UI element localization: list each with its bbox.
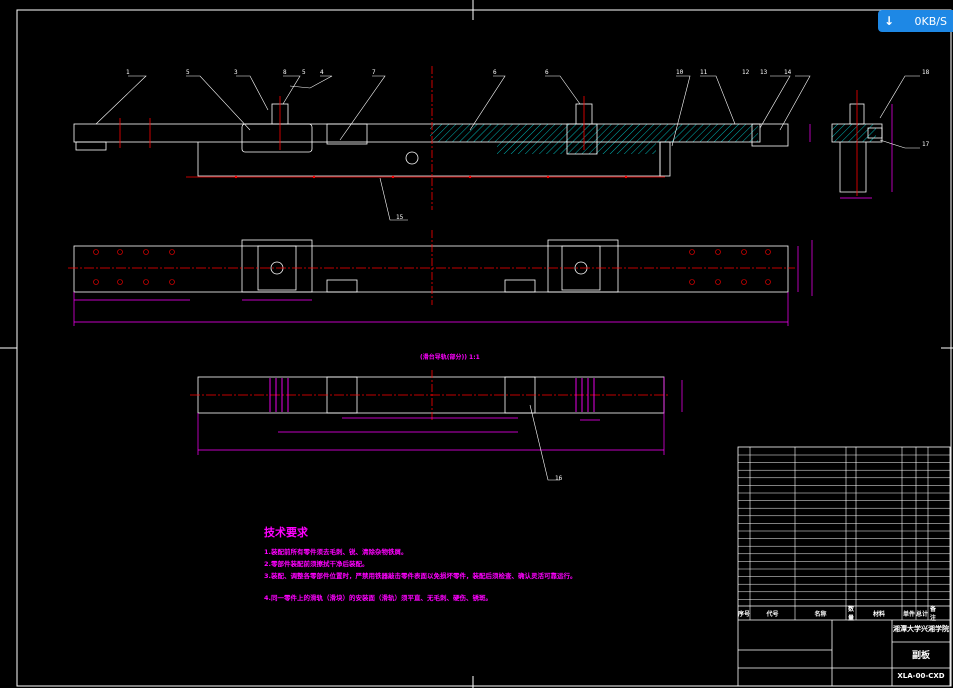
bolt-hole bbox=[741, 249, 747, 255]
rail-block bbox=[326, 123, 368, 145]
top-clamp-left bbox=[241, 239, 313, 293]
download-arrow-icon: ↓ bbox=[883, 14, 895, 28]
university-name: 湘潭大学兴湘学院 bbox=[893, 625, 949, 633]
svg-text:3: 3 bbox=[234, 69, 238, 76]
bolt-hole bbox=[169, 249, 175, 255]
section-hatch bbox=[430, 124, 758, 142]
centerlines-front bbox=[119, 66, 665, 210]
bom-header: 序号 bbox=[738, 610, 751, 618]
main-beam-outline bbox=[73, 123, 761, 143]
bolt-hole bbox=[143, 279, 149, 285]
network-speed-value: 0KB/S bbox=[914, 14, 947, 28]
bolt-hole bbox=[169, 279, 175, 285]
tech-req-title: 技术要求 bbox=[264, 526, 308, 539]
leader-lines bbox=[95, 75, 811, 221]
dimensions-top bbox=[73, 240, 813, 326]
svg-text:10: 10 bbox=[676, 69, 684, 76]
bolt-hole bbox=[117, 249, 123, 255]
bolt-hole bbox=[741, 279, 747, 285]
tech-req-line: 3.装配、调整各零部件位置时，严禁用铁器敲击零件表面以免损坏零件，装配后须检查、… bbox=[264, 572, 577, 580]
top-clamp-right bbox=[547, 239, 619, 293]
technical-requirements: 技术要求 1.装配前所有零件须去毛刺、锐、清除杂物铁屑。 2.零部件装配前须擦拭… bbox=[264, 524, 577, 604]
top-view bbox=[68, 230, 813, 326]
foot-left bbox=[75, 141, 107, 151]
svg-text:5: 5 bbox=[302, 69, 306, 76]
bolt-hole bbox=[93, 279, 99, 285]
rail-detail-view: 16 bbox=[190, 370, 683, 482]
tech-req-line: 1.装配前所有零件须去毛刺、锐、清除杂物铁屑。 bbox=[264, 548, 408, 556]
tech-req-line: 2.零部件装配前须擦拭干净后装配。 bbox=[264, 560, 369, 568]
svg-text:6: 6 bbox=[493, 69, 497, 76]
bolt-hole bbox=[117, 279, 123, 285]
svg-text:17: 17 bbox=[922, 141, 930, 148]
bom-header: 材料 bbox=[872, 610, 885, 618]
drawing-number: XLA-00-CXD bbox=[897, 672, 945, 680]
bolt-hole bbox=[715, 279, 721, 285]
svg-text:18: 18 bbox=[922, 69, 930, 76]
end-bracket bbox=[751, 123, 789, 147]
bom-header: 代号 bbox=[766, 610, 779, 618]
svg-text:5: 5 bbox=[186, 69, 190, 76]
svg-text:1: 1 bbox=[126, 69, 130, 76]
bom-header: 单件 bbox=[902, 610, 915, 618]
bolt-hole bbox=[689, 279, 695, 285]
svg-text:7: 7 bbox=[372, 69, 376, 76]
part-name: 副板 bbox=[911, 651, 930, 661]
bom-header: 名称 bbox=[814, 610, 827, 618]
svg-text:16: 16 bbox=[555, 475, 563, 482]
detail-view-title: (滑台导轨(部分)) 1:1 bbox=[420, 354, 480, 361]
bolt-hole bbox=[765, 279, 771, 285]
bolt-hole bbox=[715, 249, 721, 255]
hole-circle bbox=[405, 151, 419, 165]
bolt-hole bbox=[93, 249, 99, 255]
bolt-hole bbox=[765, 249, 771, 255]
svg-text:12: 12 bbox=[742, 69, 750, 76]
svg-text:11: 11 bbox=[700, 69, 708, 76]
bom-header: 总计 bbox=[916, 610, 929, 618]
tech-req-line: 4.同一零件上的滑轨（滑块）的安装面（滑轨）须平直、无毛刺、硬伤、锈斑。 bbox=[264, 594, 492, 602]
svg-text:4: 4 bbox=[320, 69, 324, 76]
network-speed-badge[interactable]: ↓ 0KB/S bbox=[878, 10, 953, 32]
svg-text:15: 15 bbox=[396, 214, 404, 221]
bolt-hole bbox=[143, 249, 149, 255]
svg-text:14: 14 bbox=[784, 69, 792, 76]
section-hatch-lower bbox=[497, 142, 656, 154]
end-plate bbox=[659, 141, 671, 177]
title-block bbox=[737, 446, 951, 687]
bolt-hole bbox=[689, 249, 695, 255]
left-clamp-block bbox=[241, 123, 313, 153]
bom-header: 备注 bbox=[929, 606, 936, 622]
bom-header: 数量 bbox=[847, 606, 854, 622]
bom-header-row: 序号 代号 名称 数量 材料 单件 总计 备注 bbox=[738, 606, 950, 622]
svg-text:13: 13 bbox=[760, 69, 768, 76]
svg-text:8: 8 bbox=[283, 69, 287, 76]
svg-text:6: 6 bbox=[545, 69, 549, 76]
dimensions-detail bbox=[197, 377, 683, 455]
